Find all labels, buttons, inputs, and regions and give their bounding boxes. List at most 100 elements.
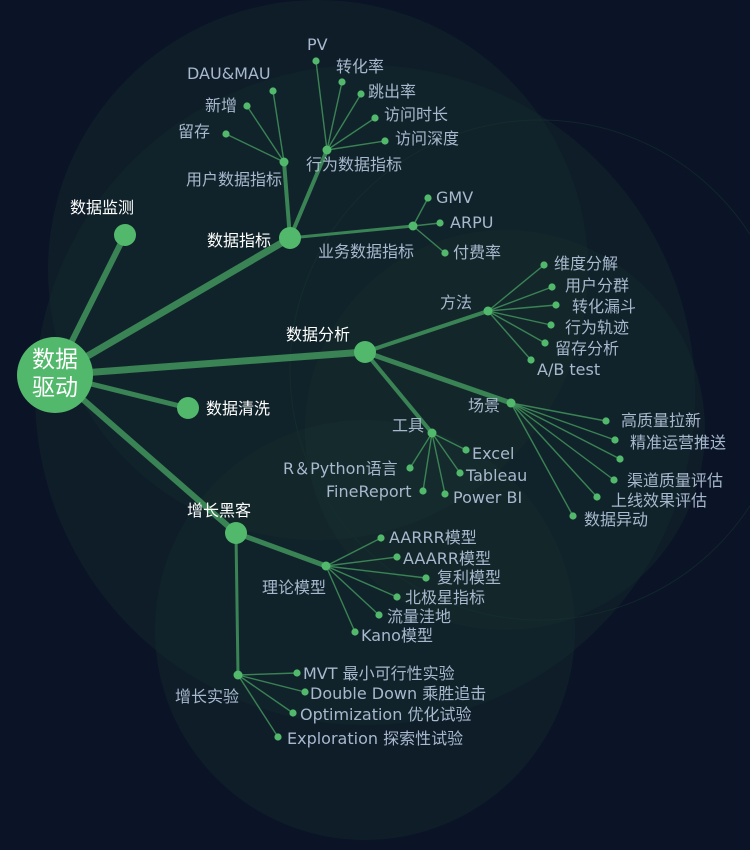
link-leaf: [412, 225, 446, 254]
leaf-dot: [222, 130, 230, 138]
leaf-dot: [393, 553, 401, 561]
link-leaf: [510, 402, 616, 441]
leaf-dot: [269, 87, 277, 95]
link-leaf: [325, 565, 398, 598]
link-leaf: [272, 90, 285, 163]
leaf-label: 北极星指标: [405, 588, 486, 607]
link-leaf: [487, 310, 552, 326]
branch-dot: [322, 145, 332, 155]
node-label-business-metrics: 业务数据指标: [318, 242, 415, 261]
topic-node: [225, 522, 247, 544]
leaf-dot: [289, 709, 297, 717]
link-leaf: [412, 197, 429, 227]
link-leaf: [422, 432, 433, 492]
node-label-metrics: 数据指标: [207, 231, 272, 250]
link-metrics-business: [288, 224, 415, 240]
leaf-dot: [375, 611, 383, 619]
leaf-label: 数据异动: [584, 510, 649, 529]
leaf-dot: [393, 593, 401, 601]
link-leaf: [326, 93, 362, 151]
leaf-dot: [381, 137, 389, 145]
root-label: 数据 驱动: [32, 347, 78, 401]
leaf-dot: [616, 455, 624, 463]
leaf-dot: [611, 436, 619, 444]
topic-node: [279, 227, 301, 249]
link-growth-theory: [233, 530, 329, 569]
leaf-label: FineReport: [326, 482, 412, 501]
leaf-label: 跳出率: [368, 82, 417, 101]
node-label-monitor: 数据监测: [70, 198, 135, 217]
background-halo: [305, 230, 705, 630]
leaf-label: 复利模型: [437, 568, 502, 587]
leaf-label: ARPU: [450, 213, 494, 232]
link-leaf: [326, 140, 386, 151]
leaf-dot: [541, 339, 549, 347]
leaf-label: AARRR模型: [389, 528, 477, 547]
leaf-dot: [422, 574, 430, 582]
leaf-label: AAARR模型: [403, 549, 491, 568]
node-label-method: 方法: [440, 293, 473, 312]
link-leaf: [487, 310, 546, 344]
node-label-tool: 工具: [392, 416, 425, 435]
branch-dot: [233, 670, 243, 680]
link-leaf: [225, 133, 285, 163]
background-halo: [35, 65, 695, 725]
link-leaf: [325, 565, 356, 633]
leaf-label: 渠道质量评估: [627, 471, 724, 490]
link-leaf: [487, 286, 553, 312]
leaf-dot: [338, 78, 346, 86]
link-growth-experiment: [234, 531, 240, 677]
link-leaf: [237, 674, 279, 738]
leaf-dot: [602, 417, 610, 425]
branch-dot: [506, 398, 516, 408]
link-leaf: [431, 432, 461, 474]
leaf-label: 高质量拉新: [621, 411, 702, 430]
topic-node: [177, 397, 199, 419]
leaf-label: 维度分解: [554, 254, 619, 273]
background-ring: [289, 119, 750, 621]
node-label-growth: 增长黑客: [187, 501, 252, 520]
branch-dot: [427, 428, 437, 438]
link-root-metrics: [51, 234, 294, 379]
leaf-label: 行为轨迹: [565, 318, 630, 337]
link-leaf: [510, 402, 615, 481]
node-label-cleaning: 数据清洗: [206, 399, 271, 418]
link-root-analysis: [51, 348, 369, 379]
leaf-label: PV: [307, 35, 328, 54]
leaf-label: 转化漏斗: [572, 297, 637, 316]
link-leaf: [431, 432, 467, 451]
leaf-dot: [274, 733, 282, 741]
link-leaf: [510, 402, 598, 498]
topic-node: [354, 341, 376, 363]
leaf-dot: [462, 446, 470, 454]
leaf-label: Kano模型: [361, 626, 433, 645]
link-metrics-user: [282, 160, 292, 240]
leaf-dot: [293, 669, 301, 677]
leaf-label: MVT 最小可行性实验: [303, 664, 455, 683]
link-root-growth: [52, 372, 239, 536]
link-analysis-tool: [363, 350, 434, 435]
leaf-label: R＆Python语言: [283, 459, 398, 478]
leaf-label: 访问深度: [395, 129, 460, 148]
topic-node: [114, 224, 136, 246]
leaf-label: 转化率: [336, 57, 385, 76]
leaf-dot: [357, 90, 365, 98]
branch-dot: [483, 306, 493, 316]
leaf-dot: [456, 469, 464, 477]
link-leaf: [510, 402, 607, 422]
leaf-dot: [527, 356, 535, 364]
leaf-dot: [243, 102, 251, 110]
leaf-dot: [301, 688, 309, 696]
leaf-label: 流量洼地: [387, 607, 452, 626]
leaf-label: 付费率: [453, 243, 502, 262]
leaf-dot: [377, 534, 385, 542]
link-leaf: [237, 672, 298, 676]
link-leaf: [315, 60, 328, 151]
leaf-dot: [552, 301, 560, 309]
link-metrics-behavior: [288, 148, 329, 240]
leaf-dot: [419, 487, 427, 495]
leaf-label: Power BI: [453, 488, 523, 507]
leaf-label: 留存分析: [555, 339, 620, 358]
branch-dot: [321, 561, 331, 571]
